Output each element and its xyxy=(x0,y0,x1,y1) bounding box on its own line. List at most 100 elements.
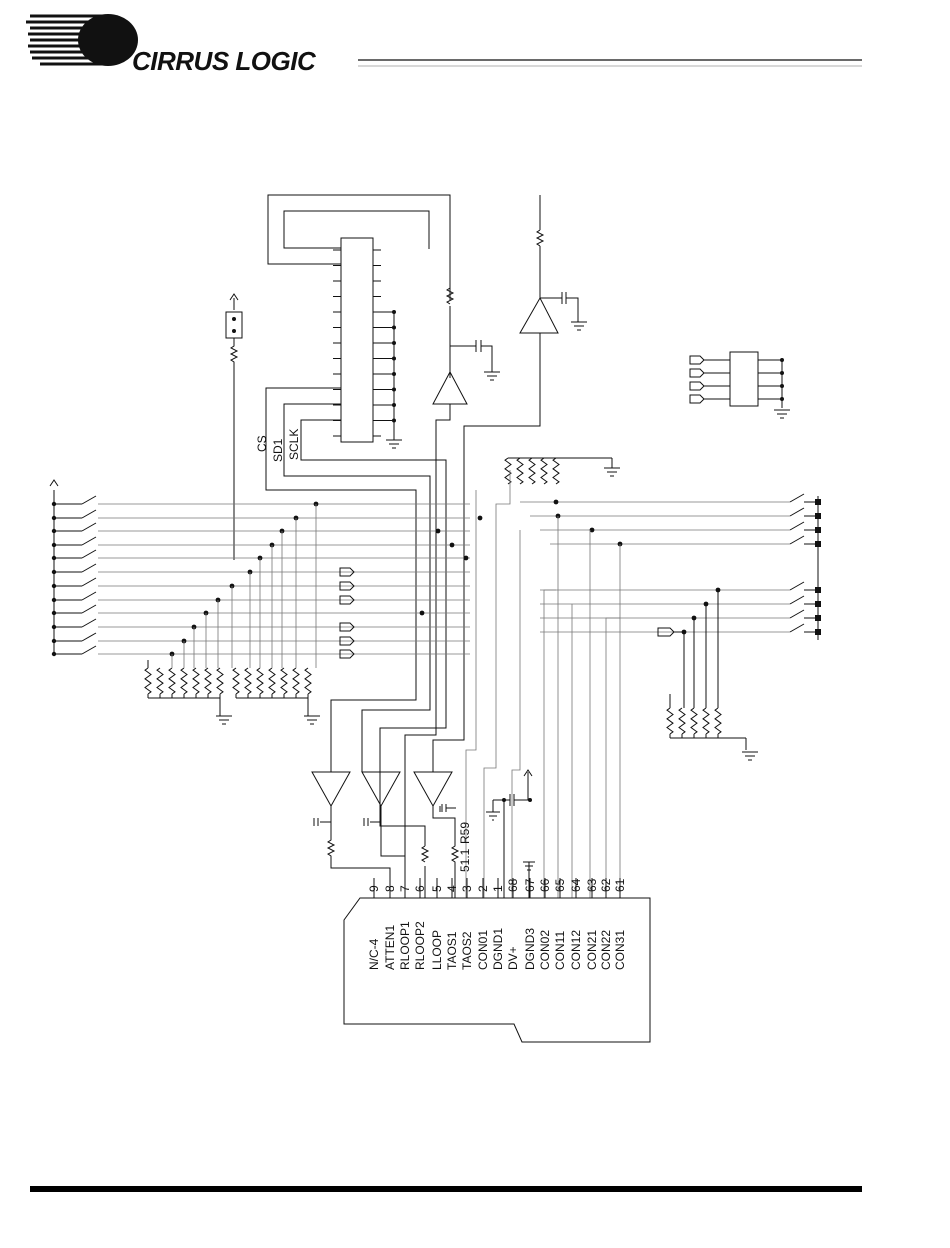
switch-contact xyxy=(82,510,96,518)
cap-lower-1 xyxy=(314,818,331,826)
sd1-net xyxy=(284,404,430,772)
resistor-array-1 xyxy=(217,668,223,694)
connector-pin-number: 4 xyxy=(445,885,459,892)
sclk-net xyxy=(301,420,446,826)
connector-pin-number: 5 xyxy=(430,885,444,892)
resistor-array-1 xyxy=(205,668,211,694)
switch-terminal xyxy=(815,587,821,593)
cirrus-logic-logo: CIRRUS LOGIC xyxy=(26,14,317,76)
buffer-top-right xyxy=(520,298,558,333)
switch-contact xyxy=(82,550,96,558)
label-r59-value: 51.1 xyxy=(458,848,472,872)
connector-pin-name: N/C-4 xyxy=(367,938,381,970)
connector-pin-number: 61 xyxy=(613,878,627,892)
connector-pin-number: 63 xyxy=(585,878,599,892)
arrow-up-icon xyxy=(524,770,532,800)
ground-symbol xyxy=(774,410,790,418)
switch-contact xyxy=(790,596,804,604)
small-ic-right xyxy=(690,352,790,418)
input-port-icon xyxy=(690,356,730,364)
resistor-array-4 xyxy=(691,708,697,734)
pullup-resistor-right xyxy=(537,195,543,298)
switch-terminal xyxy=(815,615,821,621)
connector-net xyxy=(484,470,510,898)
switch-contact xyxy=(82,592,96,600)
cap-top-left xyxy=(450,340,492,372)
switch-terminal xyxy=(815,541,821,547)
connector-pin-name: CON12 xyxy=(569,930,583,970)
wire xyxy=(381,806,405,898)
resistor-array-3 xyxy=(517,458,523,484)
connector-pin-name: CON02 xyxy=(538,930,552,970)
cap-top-right xyxy=(540,292,578,322)
connector-pin-name: ATTEN1 xyxy=(383,925,397,970)
switch-terminal xyxy=(815,629,821,635)
resistor-array-1 xyxy=(193,668,199,694)
connector-net xyxy=(544,590,556,898)
switch-contact xyxy=(790,494,804,502)
switch-contact xyxy=(82,578,96,586)
resistor-array-2 xyxy=(305,668,311,694)
connector-pin-name: TAOS2 xyxy=(460,931,474,970)
connector-pin-name: CON31 xyxy=(613,930,627,970)
switch-contact xyxy=(790,582,804,590)
jumper-resistor xyxy=(231,338,237,560)
ground-symbol xyxy=(216,716,232,724)
switch-contact xyxy=(790,610,804,618)
switch-contact xyxy=(790,624,804,632)
resistor-array-2 xyxy=(257,668,263,694)
buffer-out-net-2 xyxy=(433,333,540,772)
cap-lower-3 xyxy=(440,804,456,812)
connector-pin-number: 64 xyxy=(569,878,583,892)
connector-pin-number: 62 xyxy=(599,878,613,892)
connector-pin-number: 68 xyxy=(506,878,520,892)
switch-contact xyxy=(790,536,804,544)
connector-pin-name: DGND3 xyxy=(523,928,537,970)
input-port-icon xyxy=(690,382,730,390)
resistor-array-3 xyxy=(553,458,559,484)
ground-symbol xyxy=(484,372,500,380)
input-port-icon xyxy=(690,369,730,377)
connector-pin-number: 9 xyxy=(367,885,381,892)
jumper-header xyxy=(226,312,242,338)
switch-contact xyxy=(82,646,96,654)
resistor-array-2 xyxy=(293,668,299,694)
switch-contact xyxy=(82,605,96,613)
resistor-array-2 xyxy=(269,668,275,694)
switch-contact xyxy=(82,523,96,531)
connector-pin-number: 6 xyxy=(413,885,427,892)
connector-net xyxy=(606,618,620,898)
connector-pin-name: RLOOP1 xyxy=(398,921,412,970)
connector-pin-name: CON21 xyxy=(585,930,599,970)
ground-symbol xyxy=(571,322,587,330)
resistor-array-4 xyxy=(667,708,673,734)
cap-dv xyxy=(504,794,530,806)
ground-symbol xyxy=(604,468,620,476)
connector-pin-number: 3 xyxy=(460,885,474,892)
ground-symbol xyxy=(486,812,500,820)
connector-pin-name: RLOOP2 xyxy=(413,921,427,970)
resistor-array-1 xyxy=(145,668,151,694)
resistor-array-4 xyxy=(679,708,685,734)
resistor-array-2 xyxy=(233,668,239,694)
junction-dot xyxy=(436,529,441,534)
connector-net xyxy=(512,530,520,898)
connector-pin-number: 7 xyxy=(398,885,412,892)
switch-contact xyxy=(82,633,96,641)
connector-pin-name: DV+ xyxy=(506,946,520,970)
ground-symbol xyxy=(304,716,320,724)
junction-dot xyxy=(554,500,559,505)
connector-pin-name: TAOS1 xyxy=(445,931,459,970)
junction-dot xyxy=(420,611,425,616)
connector-pin-number: 2 xyxy=(476,885,490,892)
switch-contact xyxy=(790,508,804,516)
buffer-lower-1 xyxy=(312,772,350,806)
resistor-arrays xyxy=(145,458,758,760)
connector-pin-number: 66 xyxy=(538,878,552,892)
resistor-array-1 xyxy=(169,668,175,694)
buffer-lower-3 xyxy=(414,772,452,806)
switch-contact xyxy=(82,619,96,627)
label-sclk: SCLK xyxy=(287,429,301,460)
